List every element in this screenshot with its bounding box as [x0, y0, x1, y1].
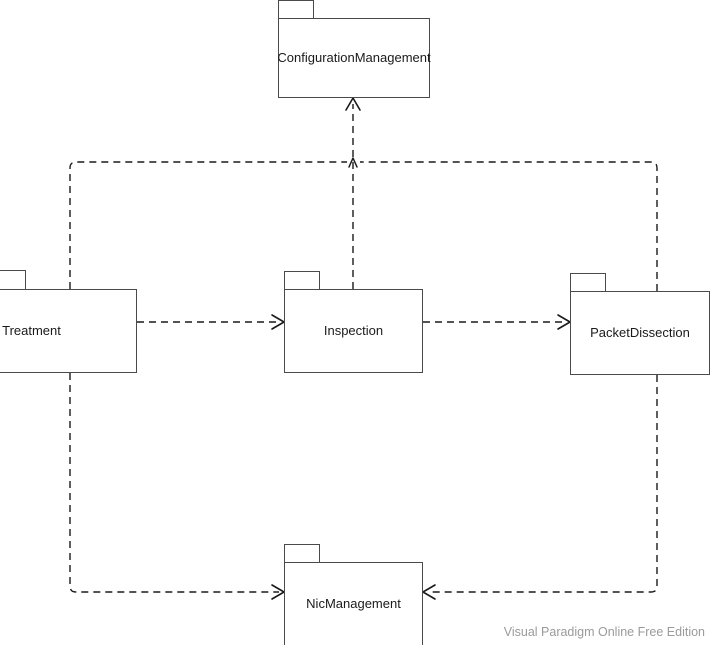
dependency-treatment-to-nic-management[interactable]: [69, 373, 285, 600]
dependency-packet-dissection-to-nic-management[interactable]: [422, 375, 658, 600]
package-tab-treatment: [0, 270, 26, 290]
package-label-treatment: Treatment: [2, 323, 61, 339]
package-label-inspection: Inspection: [323, 323, 384, 339]
watermark-label: Visual Paradigm Online Free Edition: [503, 625, 705, 639]
package-label-configuration-management: ConfigurationManagement: [277, 50, 431, 66]
dependency-inspection-to-configuration-management[interactable]: [345, 97, 361, 289]
dependency-treatment-to-configuration-management[interactable]: [69, 157, 358, 289]
dependency-inspection-to-packet-dissection[interactable]: [423, 314, 571, 330]
dependency-treatment-to-inspection[interactable]: [137, 314, 285, 330]
package-body-inspection[interactable]: Inspection: [284, 289, 423, 373]
package-label-packet-dissection: PacketDissection: [590, 325, 690, 341]
package-tab-packet-dissection: [570, 273, 606, 292]
package-tab-nic-management: [284, 544, 320, 563]
package-tab-inspection: [284, 271, 320, 290]
package-body-nic-management[interactable]: NicManagement: [284, 562, 423, 645]
open-arrowhead-icon: [348, 157, 358, 168]
open-arrowhead-icon: [422, 584, 436, 600]
dependency-packet-dissection-to-configuration-management[interactable]: [360, 161, 658, 291]
package-tab-configuration-management: [278, 0, 314, 19]
package-body-packet-dissection[interactable]: PacketDissection: [570, 291, 710, 375]
open-arrowhead-icon: [345, 97, 361, 111]
package-body-treatment[interactable]: Treatment: [0, 289, 137, 373]
package-label-nic-management: NicManagement: [306, 596, 401, 612]
package-body-configuration-management[interactable]: ConfigurationManagement: [277, 18, 431, 98]
